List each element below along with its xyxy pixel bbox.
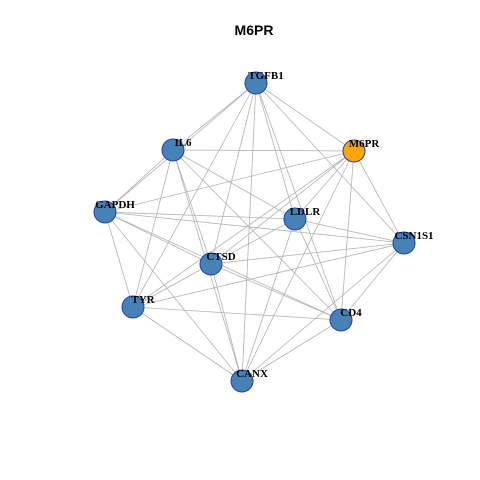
- edge-gapdh-ctsd: [104, 211, 212, 265]
- node-ldlr: [283, 207, 307, 231]
- edge-gapdh-canx: [104, 211, 243, 382]
- edge-il6-cd4: [172, 149, 342, 321]
- edge-layer: [104, 82, 405, 382]
- node-label-canx: CANX: [236, 368, 268, 380]
- edge-tgfb1-canx: [241, 82, 257, 382]
- node-tyr: [121, 295, 145, 319]
- node-tgfb1: [244, 71, 268, 95]
- edge-ctsd-canx: [210, 263, 243, 382]
- node-csn1s1: [392, 231, 416, 255]
- edge-m6pr-canx: [241, 150, 355, 382]
- edge-tyr-canx: [132, 306, 243, 382]
- edge-tgfb1-tyr: [132, 82, 257, 308]
- node-il6: [161, 138, 185, 162]
- edge-ldlr-csn1s1: [294, 218, 405, 244]
- node-label-tgfb1: TGFB1: [248, 70, 283, 82]
- node-layer: [93, 71, 416, 393]
- edge-gapdh-csn1s1: [104, 211, 405, 244]
- edge-m6pr-cd4: [340, 150, 355, 321]
- edge-cd4-canx: [241, 319, 342, 382]
- edge-il6-ldlr: [172, 149, 296, 220]
- node-canx: [230, 369, 254, 393]
- edge-il6-gapdh: [104, 149, 174, 213]
- node-label-il6: IL6: [174, 137, 192, 149]
- edge-tgfb1-ldlr: [255, 82, 296, 220]
- edge-ldlr-canx: [241, 218, 296, 382]
- edge-tgfb1-m6pr: [255, 82, 355, 152]
- node-m6pr: [342, 139, 366, 163]
- edge-m6pr-ctsd: [210, 150, 355, 265]
- edge-ctsd-cd4: [210, 263, 342, 321]
- edge-gapdh-ldlr: [104, 211, 296, 220]
- edge-tgfb1-il6: [172, 82, 257, 151]
- node-ctsd: [199, 252, 223, 276]
- edge-ldlr-ctsd: [210, 218, 296, 265]
- node-label-gapdh: GAPDH: [95, 199, 135, 211]
- node-cd4: [329, 308, 353, 332]
- edge-il6-ctsd: [172, 149, 212, 265]
- node-label-ctsd: CTSD: [206, 251, 235, 263]
- node-label-csn1s1: CSN1S1: [394, 230, 433, 242]
- edge-csn1s1-cd4: [340, 242, 405, 321]
- diagram-title: M6PR: [235, 22, 274, 38]
- edge-il6-m6pr: [172, 149, 355, 152]
- node-label-ldlr: LDLR: [290, 206, 322, 218]
- edge-gapdh-tyr: [104, 211, 134, 308]
- edge-m6pr-tyr: [132, 150, 355, 308]
- node-label-m6pr: M6PR: [349, 138, 381, 150]
- edge-il6-tyr: [132, 149, 174, 308]
- edge-tgfb1-ctsd: [210, 82, 257, 265]
- edge-csn1s1-ctsd: [210, 242, 405, 265]
- edge-m6pr-gapdh: [104, 150, 355, 213]
- edge-m6pr-ldlr: [294, 150, 355, 220]
- edge-tgfb1-csn1s1: [255, 82, 405, 244]
- edge-tgfb1-cd4: [255, 82, 342, 321]
- edge-m6pr-csn1s1: [353, 150, 405, 244]
- node-gapdh: [93, 200, 117, 224]
- edge-ctsd-tyr: [132, 263, 212, 308]
- node-label-tyr: TYR: [131, 294, 155, 306]
- edge-gapdh-cd4: [104, 211, 342, 321]
- edge-tyr-cd4: [132, 306, 342, 321]
- node-label-cd4: CD4: [340, 307, 362, 319]
- edge-csn1s1-tyr: [132, 242, 405, 308]
